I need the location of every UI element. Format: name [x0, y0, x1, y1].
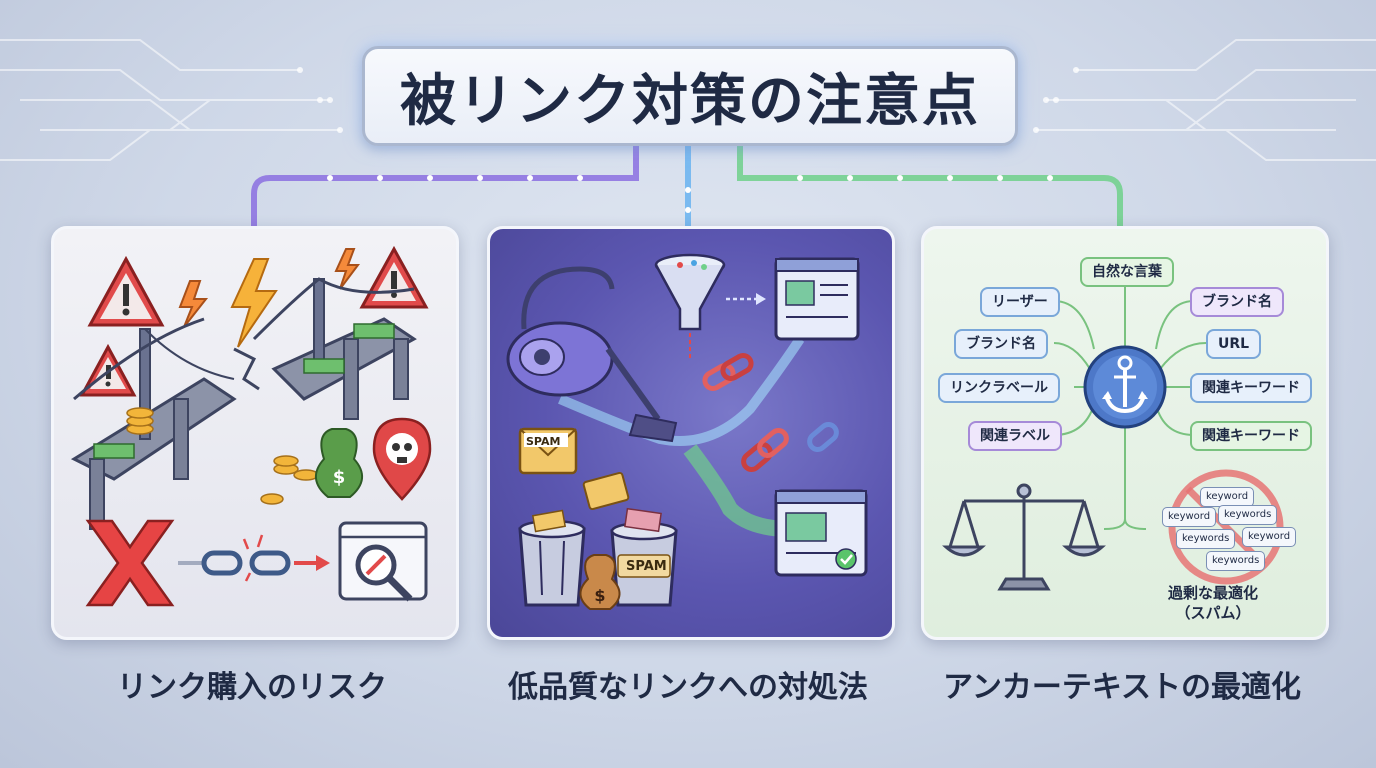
magnifier-window-icon — [338, 521, 428, 602]
cleanup-illustration: $ — [506, 253, 868, 610]
anchor-tag-right: 関連キーワード — [1190, 421, 1312, 451]
skull-pin-icon — [372, 417, 432, 501]
keyword-chip: keywords — [1218, 505, 1278, 525]
spam-label: SPAM — [526, 435, 561, 448]
keyword-chip: keyword — [1162, 507, 1217, 527]
anchor-tag-right: ブランド名 — [1190, 287, 1284, 317]
trash-can-icon — [518, 509, 586, 607]
lightning-icon — [334, 248, 360, 290]
spam-label: SPAM — [626, 559, 667, 574]
lightning-icon — [178, 280, 209, 328]
money-bag-icon: $ — [579, 554, 621, 610]
broken-chain-icon — [178, 534, 330, 582]
bridge — [70, 277, 417, 530]
webpage-icon — [774, 257, 860, 341]
keyword-chip: keyword — [1200, 487, 1255, 507]
red-x-icon — [85, 519, 175, 607]
svg-text:$: $ — [333, 467, 346, 488]
warning-icon — [87, 255, 165, 327]
svg-text:$: $ — [594, 586, 605, 605]
keyword-chip: keywords — [1206, 551, 1266, 571]
vacuum-cleaner-icon — [506, 266, 678, 443]
anchor-tag-top: 自然な言葉 — [1080, 257, 1174, 287]
anchor-tag-left: ブランド名 — [954, 329, 1048, 359]
trash-can-icon — [610, 507, 678, 607]
title-box: 被リンク対策の注意点 — [362, 46, 1018, 146]
envelope-icon — [582, 471, 630, 511]
scale-icon — [942, 483, 1106, 591]
keyword-chip: keywords — [1176, 529, 1236, 549]
caption-anchor-text: アンカーテキストの最適化 — [943, 670, 1301, 705]
caption-link-buying-risk: リンク購入のリスク — [117, 670, 387, 705]
funnel-icon — [654, 253, 726, 331]
over-optimization-label: 過剰な最適化 （スパム） — [1167, 584, 1258, 622]
anchor-tag-left: 関連ラベル — [968, 421, 1062, 451]
panel-link-buying-risk: $ — [51, 226, 459, 640]
coin-stack-icon — [126, 407, 319, 505]
panel-low-quality-links: $ SPAM SPAM — [487, 226, 895, 640]
panel-anchor-text: 自然な言葉 リーザー ブランド名 リンクラベール 関連ラベル ブランド名 URL… — [921, 226, 1329, 640]
broken-bridge-illustration: $ — [70, 245, 432, 607]
spam-envelope-icon — [518, 427, 578, 475]
caption-low-quality-links: 低品質なリンクへの対処法 — [508, 670, 868, 705]
page-title: 被リンク対策の注意点 — [400, 68, 980, 134]
chain-link-icon — [702, 353, 839, 472]
warning-icon — [359, 245, 429, 309]
keyword-chip: keyword — [1242, 527, 1297, 547]
anchor-tag-left: リーザー — [980, 287, 1060, 317]
anchor-icon — [1083, 345, 1167, 429]
money-bag-icon: $ — [315, 428, 363, 498]
lightning-icon — [230, 258, 278, 348]
webpage-check-icon — [774, 489, 868, 577]
anchor-tag-right: 関連キーワード — [1190, 373, 1312, 403]
anchor-tag-right: URL — [1206, 329, 1262, 359]
anchor-tag-left: リンクラベール — [938, 373, 1060, 403]
